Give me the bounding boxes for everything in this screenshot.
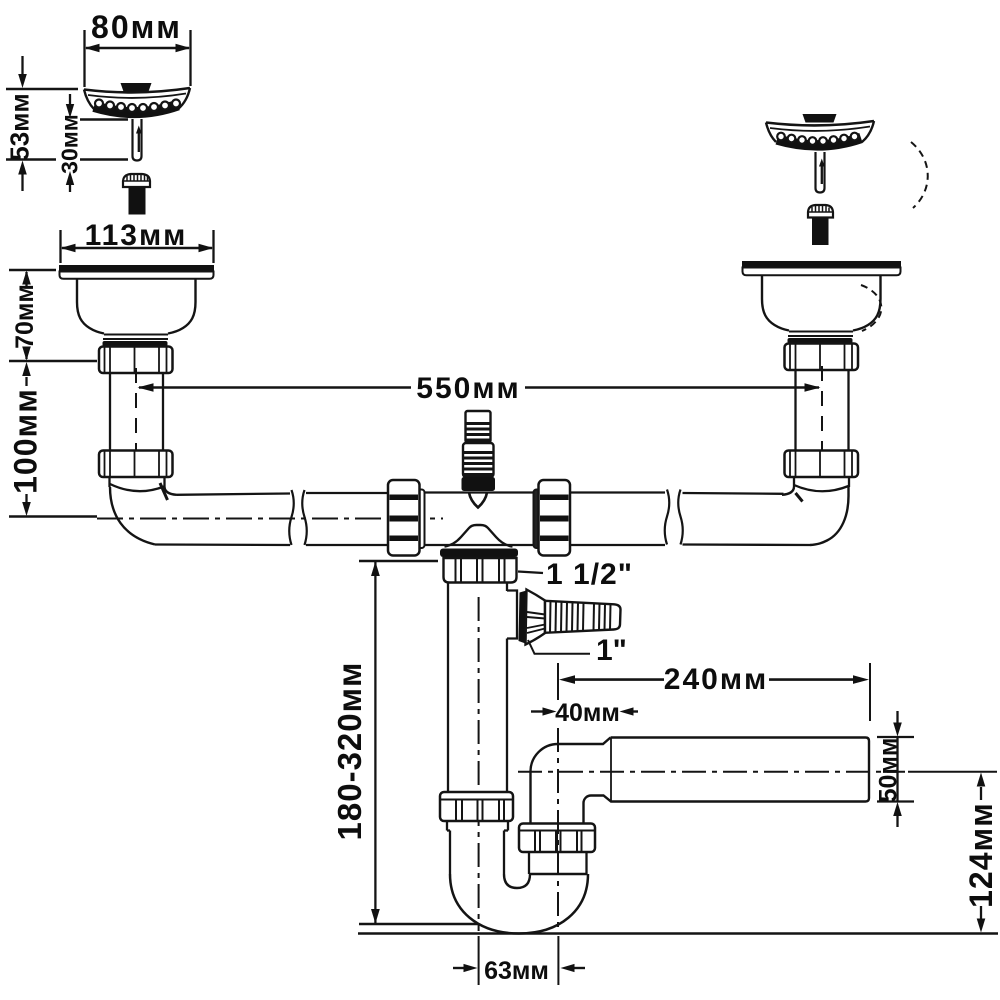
svg-text:53мм: 53мм (5, 93, 35, 160)
svg-text:40мм: 40мм (555, 699, 620, 727)
svg-text:70мм: 70мм (11, 284, 39, 349)
svg-text:63мм: 63мм (484, 957, 549, 985)
svg-text:30мм: 30мм (57, 114, 83, 174)
svg-text:240мм: 240мм (664, 663, 768, 696)
svg-text:124мм: 124мм (963, 802, 999, 908)
svg-text:550мм: 550мм (416, 372, 520, 405)
svg-text:50мм: 50мм (875, 738, 903, 803)
svg-text:100мм: 100мм (8, 388, 44, 494)
svg-text:1 1/2": 1 1/2" (546, 558, 633, 591)
svg-text:80мм: 80мм (91, 9, 182, 45)
svg-text:113мм: 113мм (85, 219, 188, 252)
svg-text:1": 1" (596, 634, 627, 667)
svg-text:180-320мм: 180-320мм (331, 662, 368, 841)
